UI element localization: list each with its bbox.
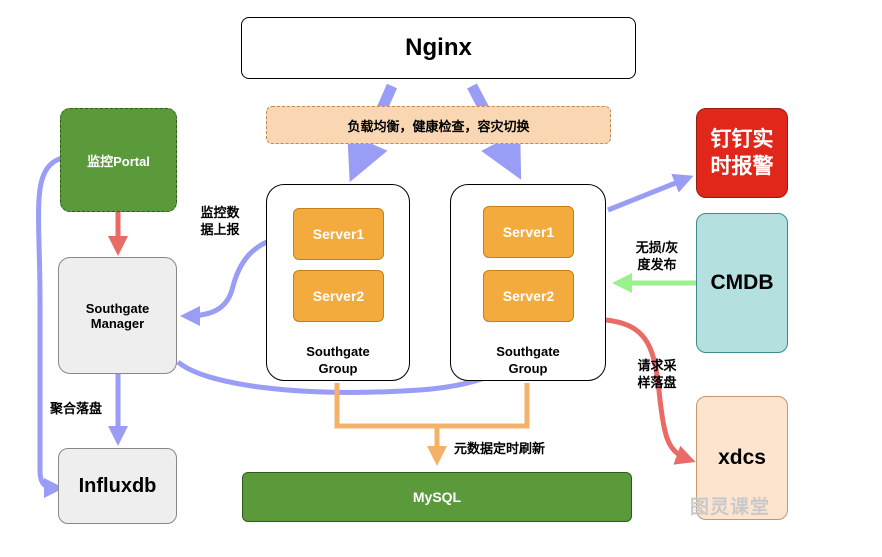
group2-server2: Server2: [483, 270, 574, 322]
edge-label-report: 监控数 据上报: [200, 205, 240, 237]
edge-label-aggregate: 聚合落盘: [49, 401, 102, 416]
group1-server2-label: Server2: [312, 288, 365, 304]
arrow-report-to-manager: [180, 231, 296, 326]
arrow-group2-to-alert: [607, 173, 694, 213]
arrow-portal-to-influx: [36, 155, 64, 498]
arrow-group2-to-xdcs: [605, 317, 696, 465]
alert-label: 钉钉实 时报警: [710, 128, 774, 178]
group2-label: Southgate Group: [496, 344, 560, 376]
portal-label: 监控Portal: [87, 153, 150, 169]
lb-note: 负载均衡，健康检查，容灾切换: [266, 106, 611, 144]
xdcs-box: xdcs: [696, 396, 788, 520]
group1-server1-label: Server1: [312, 226, 365, 242]
edge-label-release: 无损/灰 度发布: [635, 240, 679, 272]
nginx-label: Nginx: [405, 34, 472, 61]
cmdb-box: CMDB: [696, 213, 788, 353]
watermark: 图灵课堂: [690, 496, 771, 518]
line-group1-to-mysql: [334, 383, 437, 429]
mysql-label: MySQL: [412, 489, 462, 505]
manager-box: Southgate Manager: [58, 257, 177, 374]
influx-label: Influxdb: [78, 474, 157, 497]
nginx-box: Nginx: [241, 17, 636, 79]
group1-server1: Server1: [293, 208, 384, 260]
line-group2-to-mysql: [437, 383, 530, 429]
xdcs-label: xdcs: [718, 446, 766, 469]
manager-label: Southgate Manager: [85, 300, 150, 331]
portal-box: 监控Portal: [60, 108, 177, 212]
alert-box: 钉钉实 时报警: [696, 108, 788, 198]
lb-note-label: 负载均衡，健康检查，容灾切换: [347, 118, 530, 134]
influx-box: Influxdb: [58, 448, 177, 524]
edge-label-meta-refresh: 元数据定时刷新: [454, 441, 546, 456]
cmdb-label: CMDB: [710, 271, 774, 294]
mysql-box: MySQL: [242, 472, 632, 522]
group1-label: Southgate Group: [306, 344, 370, 376]
group2-server2-label: Server2: [502, 288, 555, 304]
group2-server1-label: Server1: [502, 224, 555, 240]
group2-server1: Server1: [483, 206, 574, 258]
edge-label-sampling: 请求采 样落盘: [637, 358, 677, 390]
group1-server2: Server2: [293, 270, 384, 322]
